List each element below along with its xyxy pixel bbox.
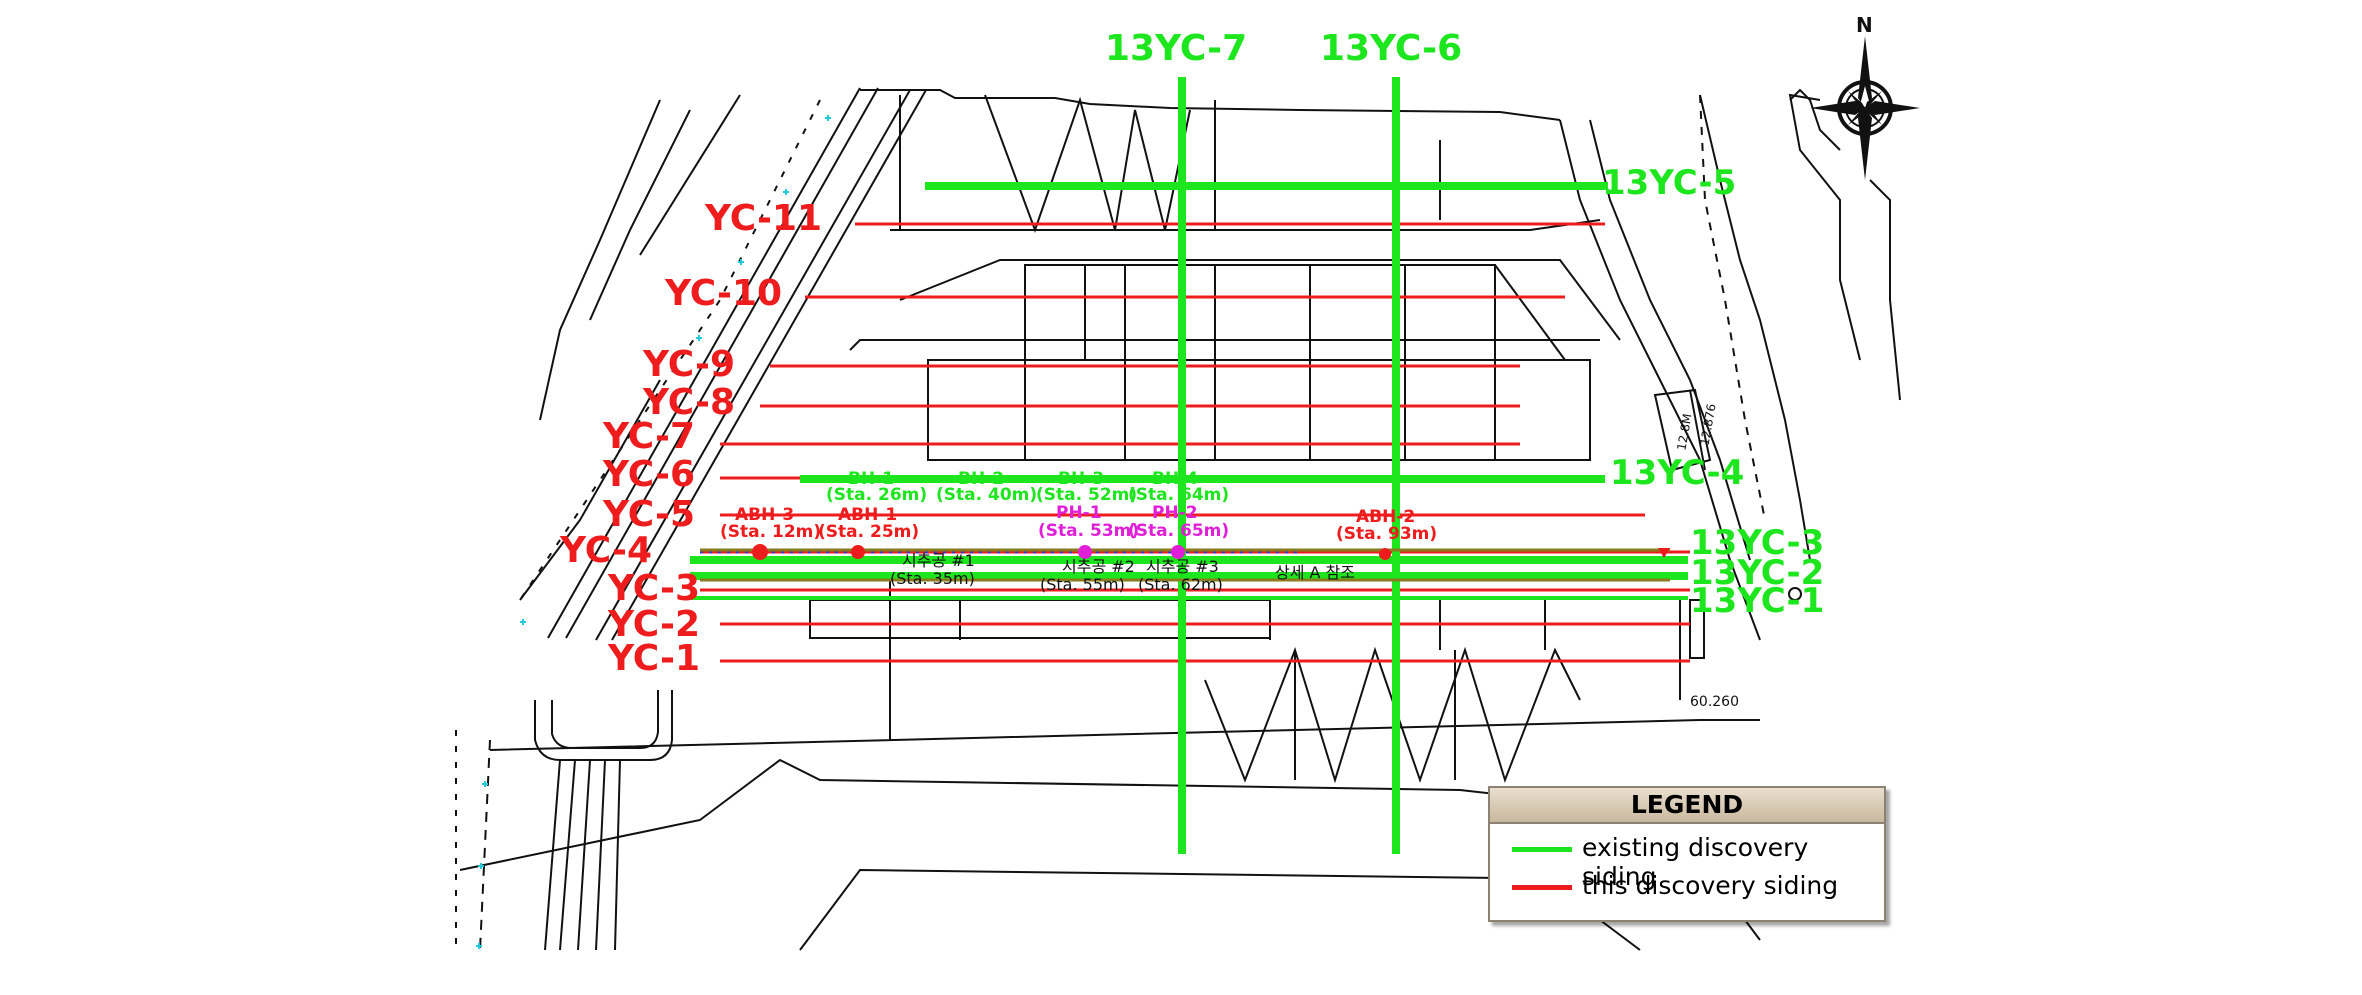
bh-1-label: BH-1 <box>848 469 894 489</box>
label-13yc-3: 13YC-3 <box>1690 523 1824 563</box>
label-yc-4: YC-4 <box>559 530 652 571</box>
legend: LEGEND existing discovery siding this di… <box>1488 786 1886 922</box>
label-yc-5: YC-5 <box>602 494 695 535</box>
bh-3-station: (Sta. 52m) <box>1036 485 1137 505</box>
ph-1-station: (Sta. 53m) <box>1038 521 1139 541</box>
note-width: 12.8M <box>1674 413 1694 452</box>
current-siding-lines <box>700 222 1690 663</box>
bh-3-label: BH-3 <box>1058 469 1104 489</box>
label-13yc-4: 13YC-4 <box>1610 453 1744 493</box>
abh-2-label: ABH-2 <box>1356 507 1415 527</box>
note-borehole-2-station: (Sta. 55m) <box>1040 575 1125 594</box>
label-yc-9: YC-9 <box>642 344 735 385</box>
legend-label-existing: existing discovery siding <box>1582 833 1809 891</box>
abh-1-station: (Sta. 25m) <box>818 522 919 542</box>
label-13yc-6: 13YC-6 <box>1320 28 1462 69</box>
abh-3-station: (Sta. 12m) <box>720 522 821 542</box>
label-yc-2: YC-2 <box>607 604 700 645</box>
abh-2-station: (Sta. 93m) <box>1336 524 1437 544</box>
note-borehole-3-station: (Sta. 62m) <box>1138 575 1223 594</box>
label-yc-7: YC-7 <box>602 416 695 457</box>
note-detail-a: 상세 A 참조 <box>1275 563 1355 582</box>
ph-2-station: (Sta. 65m) <box>1128 521 1229 541</box>
label-13yc-5: 13YC-5 <box>1602 163 1736 203</box>
label-yc-10: YC-10 <box>664 273 782 314</box>
note-borehole-3: 시추공 #3 <box>1146 557 1219 576</box>
bh-2-label: BH-2 <box>958 469 1004 489</box>
bh-2-station: (Sta. 40m) <box>936 485 1037 505</box>
legend-item-current: this discovery siding <box>1490 868 1884 906</box>
borehole-markers <box>752 544 1670 560</box>
site-plan-linework <box>455 87 1901 951</box>
north-arrow-icon: N <box>1810 13 1920 180</box>
bh-1-station: (Sta. 26m) <box>826 485 927 505</box>
label-yc-6: YC-6 <box>602 454 695 495</box>
label-13yc-1: 13YC-1 <box>1690 581 1824 621</box>
ph-1-label: PH-1 <box>1056 503 1102 523</box>
legend-label-current: this discovery siding <box>1582 871 1839 900</box>
label-yc-11: YC-11 <box>704 198 822 239</box>
abh-3-label: ABH-3 <box>735 505 794 525</box>
label-yc-8: YC-8 <box>642 382 735 423</box>
legend-swatch-existing <box>1512 847 1572 852</box>
north-label: N <box>1856 13 1873 37</box>
legend-swatch-current <box>1512 885 1572 890</box>
note-borehole-2: 시추공 #2 <box>1062 557 1135 576</box>
legend-title: LEGEND <box>1490 788 1884 824</box>
bh-4-station: (Sta. 64m) <box>1128 485 1229 505</box>
cyan-markers <box>476 115 831 949</box>
legend-item-existing: existing discovery siding <box>1490 830 1884 891</box>
label-13yc-7: 13YC-7 <box>1105 28 1247 69</box>
abh-1-label: ABH-1 <box>838 505 897 525</box>
bh-4-label: BH-4 <box>1152 469 1198 489</box>
label-13yc-2: 13YC-2 <box>1690 553 1824 593</box>
ph-2-label: PH-2 <box>1152 503 1198 523</box>
label-yc-1: YC-1 <box>607 638 700 679</box>
note-elevation: 60.260 <box>1690 694 1739 710</box>
note-borehole-1-station: (Sta. 35m) <box>890 569 975 588</box>
existing-siding-lines <box>690 77 1688 854</box>
label-yc-3: YC-3 <box>607 568 700 609</box>
note-borehole-1: 시추공 #1 <box>902 551 975 570</box>
